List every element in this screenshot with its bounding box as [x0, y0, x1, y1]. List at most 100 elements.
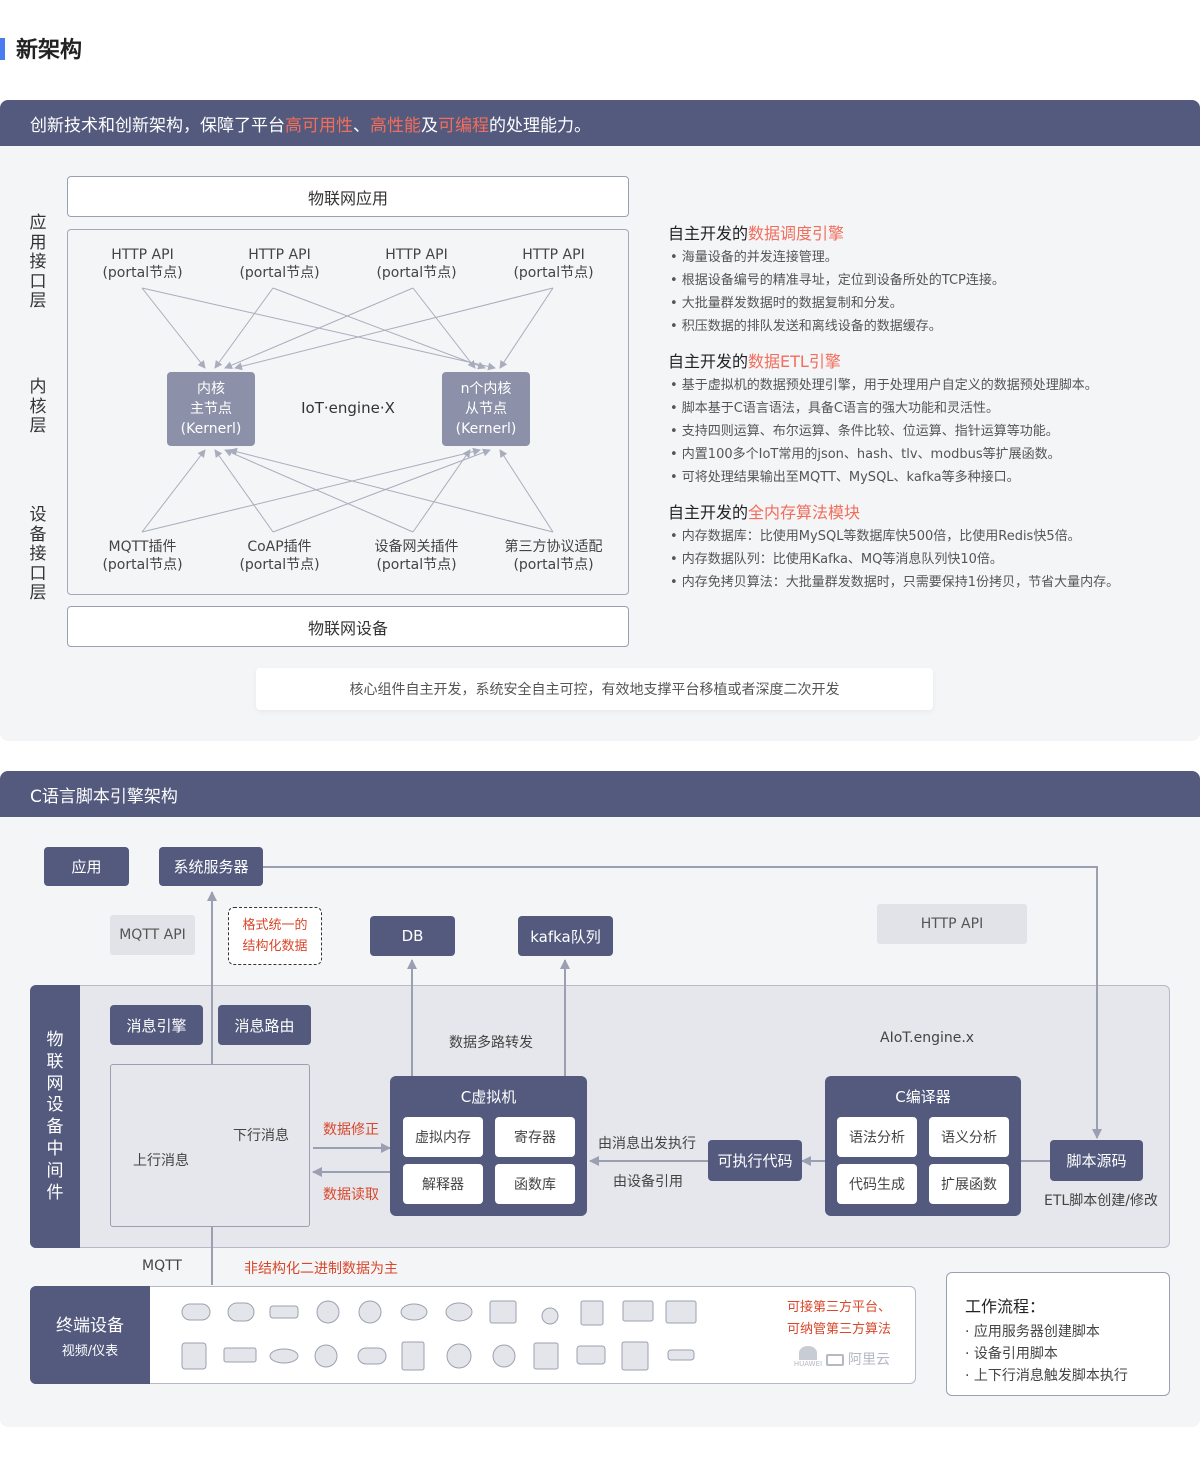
- msg-engine-box: 消息引擎: [110, 1005, 203, 1045]
- feature-heading-text: 自主开发的: [668, 224, 749, 243]
- feature-item: • 内存数据队列：比使用Kafka、MQ等消息队列快10倍。: [670, 552, 1003, 567]
- huawei-logo-mark: [799, 1346, 817, 1360]
- kernel-master-node: 内核主节点 (Kernerl): [167, 372, 255, 446]
- feature-item: • 大批量群发数据时的数据复制和分发。: [670, 296, 903, 311]
- node-line: HTTP API: [111, 247, 174, 263]
- meter-icon: [580, 1300, 604, 1326]
- extension-func-box: 扩展函数: [929, 1164, 1009, 1204]
- layer-label-device-interface: 设备接口层: [29, 505, 47, 604]
- data-fix-label: 数据修正: [323, 1122, 379, 1138]
- iot-app-box: 物联网应用: [67, 176, 629, 217]
- feature-item: • 支持四则运算、布尔运算、条件比较、位运算、指针运算等功能。: [670, 424, 1059, 439]
- note-line: 可接第三方平台、: [786, 1300, 891, 1315]
- feature-item: • 脚本基于C语言语法，具备C语言的强大功能和灵活性。: [670, 401, 999, 416]
- banner-highlight: 高性能: [370, 115, 421, 136]
- bullet-camera-icon: [667, 1349, 695, 1361]
- system-server-box: 系统服务器: [159, 847, 263, 886]
- router-icon: [223, 1347, 257, 1363]
- page-title: 新架构: [16, 38, 83, 63]
- cabinet-icon: [401, 1341, 425, 1371]
- panel-icon: [665, 1300, 697, 1324]
- device-icons: [178, 1298, 708, 1374]
- plugin-node: CoAP插件(portal节点): [215, 533, 344, 579]
- feature-heading-text: 自主开发的: [668, 352, 749, 371]
- banner-text: 、: [353, 115, 370, 136]
- workflow-item: · 设备引用脚本: [965, 1346, 1058, 1362]
- workflow-box: 工作流程： · 应用服务器创建脚本 · 设备引用脚本 · 上下行消息触发脚本执行: [946, 1272, 1170, 1396]
- aliyun-logo-mark: [826, 1354, 844, 1366]
- camera-icon: [269, 1348, 299, 1364]
- node-line: (Kernerl): [455, 421, 517, 437]
- smoke-detector-icon: [400, 1303, 428, 1321]
- banner-text: 的处理能力。: [489, 115, 591, 136]
- terminal-title: 终端设备: [56, 1316, 124, 1336]
- data-read-label: 数据读取: [323, 1187, 379, 1203]
- huawei-logo-text: HUAWEI: [793, 1360, 823, 1368]
- sensor-icon: [227, 1302, 255, 1322]
- device-icons-svg: [181, 1300, 697, 1371]
- node-line: (portal节点): [513, 557, 594, 573]
- node-line: n个内核: [460, 381, 512, 397]
- http-api-node: HTTP API (portal节点): [215, 241, 344, 287]
- c-compiler-title: C编译器: [895, 1087, 951, 1106]
- upstream-label: 上行消息: [133, 1153, 189, 1169]
- banner-text: 创新技术和创新架构，保障了平台: [30, 115, 285, 136]
- node-line: 从节点: [465, 401, 507, 417]
- node-line: 第三方协议适配: [504, 539, 603, 555]
- feature-heading: 自主开发的全内存算法模块: [668, 499, 1193, 525]
- engine-label: IoT·engine·X: [301, 399, 395, 417]
- socket-icon: [181, 1342, 207, 1370]
- app-box: 应用: [44, 847, 129, 886]
- binary-note: 非结构化二进制数据为主: [244, 1261, 398, 1277]
- node-line: (Kernerl): [180, 421, 242, 437]
- kafka-queue-box: kafka队列: [518, 916, 613, 956]
- feature-item: • 积压数据的排队发送和离线设备的数据缓存。: [670, 319, 942, 334]
- huawei-logo: HUAWEI: [788, 1346, 828, 1372]
- node-line: HTTP API: [385, 247, 448, 263]
- node-line: 主节点: [190, 401, 232, 417]
- message-box: [110, 1064, 310, 1227]
- feature-item: • 根据设备编号的精准寻址，定位到设备所处的TCP连接。: [670, 273, 1005, 288]
- interpreter-box: 解释器: [403, 1164, 483, 1204]
- aliyun-logo-text: 阿里云: [848, 1352, 890, 1368]
- sensor-icon: [181, 1303, 211, 1321]
- sensor-icon: [357, 1347, 387, 1365]
- speaker-icon: [358, 1300, 382, 1324]
- plugin-node: MQTT插件(portal节点): [78, 533, 207, 579]
- layer-label-kernel: 内核层: [29, 377, 47, 437]
- banner-highlight: 高可用性: [285, 115, 353, 136]
- electric-meter-icon: [621, 1341, 649, 1371]
- feature-item: • 海量设备的并发连接管理。: [670, 250, 838, 265]
- node-line: MQTT插件: [108, 539, 177, 555]
- terminal-side: 终端设备 视频/仪表: [30, 1286, 150, 1384]
- node-line: HTTP API: [248, 247, 311, 263]
- feature-item: • 内存免拷贝算法：大批量群发数据时，只需要保持1份拷贝，节省大量内存。: [670, 575, 1120, 590]
- code-gen-box: 代码生成: [837, 1164, 917, 1204]
- terminal-subtitle: 视频/仪表: [61, 1344, 119, 1359]
- msg-route-box: 消息路由: [218, 1005, 311, 1045]
- virtual-memory-box: 虚拟内存: [403, 1117, 483, 1157]
- feature-heading-highlight: 数据调度引擎: [748, 224, 845, 243]
- node-line: (portal节点): [376, 265, 457, 281]
- node-line: (portal节点): [102, 265, 183, 281]
- script-source-box: 脚本源码: [1050, 1140, 1143, 1181]
- feature-heading-highlight: 全内存算法模块: [748, 503, 861, 522]
- node-line: 内核: [197, 381, 225, 397]
- http-api-node: HTTP API (portal节点): [352, 241, 481, 287]
- etl-note: ETL脚本创建/修改: [1044, 1193, 1158, 1209]
- node-line: (portal节点): [239, 265, 320, 281]
- layer-label-app-interface: 应用接口层: [29, 213, 47, 312]
- feature-item: • 可将处理结果输出至MQTT、MySQL、kafka等多种接口。: [670, 470, 1020, 485]
- node-line: (portal节点): [376, 557, 457, 573]
- note-line: 可纳管第三方算法: [786, 1322, 891, 1337]
- banner-text: 及: [421, 115, 438, 136]
- feature-list: 自主开发的数据调度引擎 • 海量设备的并发连接管理。 • 根据设备编号的精准寻址…: [668, 220, 1193, 594]
- meter-icon: [533, 1342, 559, 1370]
- kernel-slave-node: n个内核从节点 (Kernerl): [442, 372, 530, 446]
- plugin-node: 第三方协议适配 (portal节点): [489, 533, 618, 579]
- plugin-node: 设备网关插件(portal节点): [352, 533, 481, 579]
- camera-icon: [269, 1305, 299, 1319]
- c-vm-title: C虚拟机: [460, 1087, 517, 1106]
- feature-item: • 内置100多个IoT常用的json、hash、tlv、modbus等扩展函数…: [670, 447, 1061, 462]
- ptz-camera-icon: [314, 1344, 338, 1368]
